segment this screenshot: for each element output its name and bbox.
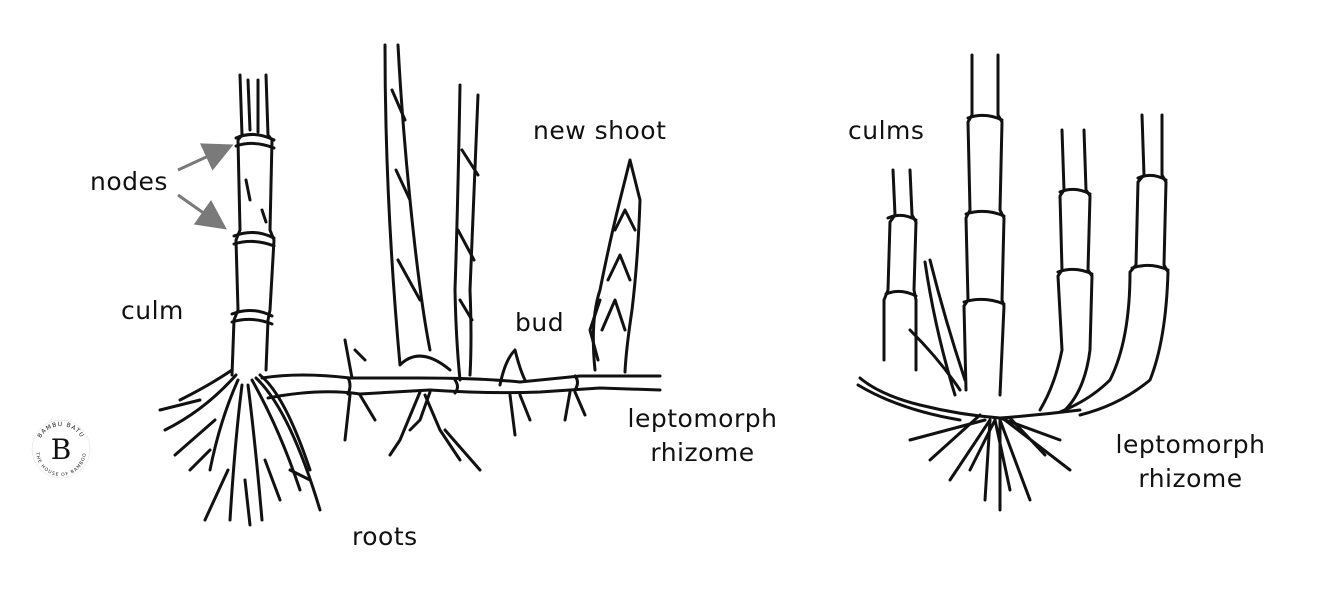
right-culm-2 [923,53,1006,397]
label-new-shoot: new shoot [533,116,667,145]
label-roots: roots [352,522,418,551]
left-bud [498,348,527,387]
right-culm-3 [1038,128,1094,412]
label-left-rhizome-line2: rhizome [650,438,755,467]
label-culms: culms [848,116,925,145]
left-rhizome [260,338,662,472]
logo-mark: B [51,433,72,466]
nodes-arrows [177,143,234,230]
arrow-to-upper-node [177,143,234,172]
label-bud: bud [515,308,565,337]
right-culm-4 [1058,113,1170,417]
left-tall-culm-2 [453,83,480,382]
left-root-cluster [158,368,322,527]
label-left-rhizome-line1: leptomorph [627,404,778,433]
left-culm-with-nodes [230,73,276,377]
label-left-leptomorph-rhizome: leptomorph rhizome [620,402,785,470]
label-nodes: nodes [90,167,168,196]
left-new-shoot [588,158,642,374]
right-rhizome-and-roots [856,376,1082,512]
label-right-leptomorph-rhizome: leptomorph rhizome [1108,428,1273,496]
right-culm-1 [882,168,962,392]
bambu-batu-logo: BAMBU BATU THE HOUSE OF BAMBOO B [31,419,91,479]
label-right-rhizome-line2: rhizome [1138,464,1243,493]
label-right-rhizome-line1: leptomorph [1115,430,1266,459]
label-culm: culm [121,296,184,325]
arrow-to-lower-node [177,193,227,230]
left-tall-culm-1 [383,43,452,372]
